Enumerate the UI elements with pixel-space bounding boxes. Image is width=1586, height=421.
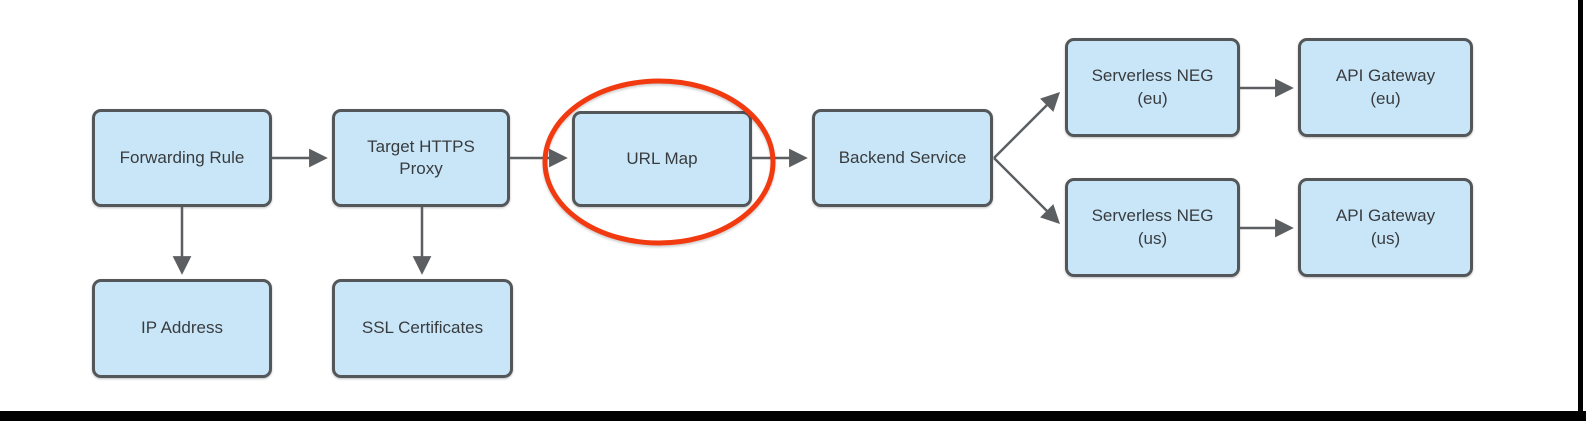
node-serverless-neg-us-label: Serverless NEG (us)	[1091, 206, 1214, 248]
node-url-map: URL Map	[572, 111, 752, 207]
node-url-map-label: URL Map	[626, 148, 698, 168]
node-forwarding-rule: Forwarding Rule	[92, 109, 272, 207]
arrow-backend-service-to-serverless-neg-eu	[993, 92, 1060, 159]
node-serverless-neg-eu: Serverless NEG (eu)	[1065, 38, 1240, 137]
node-api-gateway-us-label: API Gateway (us)	[1335, 206, 1436, 248]
screen-edge-right	[1578, 0, 1583, 421]
screen-edge-bottom	[0, 411, 1586, 421]
node-api-gateway-eu: API Gateway (eu)	[1298, 38, 1473, 137]
node-target-https-proxy-label: Target HTTPS Proxy	[367, 136, 475, 178]
node-api-gateway-us: API Gateway (us)	[1298, 178, 1473, 277]
node-target-https-proxy: Target HTTPS Proxy	[332, 109, 510, 207]
node-serverless-neg-us: Serverless NEG (us)	[1065, 178, 1240, 277]
node-ip-address-label: IP Address	[141, 318, 223, 338]
node-ssl-certificates-label: SSL Certificates	[361, 318, 484, 338]
node-serverless-neg-eu-label: Serverless NEG (eu)	[1091, 66, 1214, 108]
arrow-backend-service-to-serverless-neg-us	[993, 157, 1060, 224]
node-ip-address: IP Address	[92, 279, 272, 378]
node-ssl-certificates: SSL Certificates	[332, 279, 513, 378]
node-forwarding-rule-label: Forwarding Rule	[119, 147, 245, 167]
node-api-gateway-eu-label: API Gateway (eu)	[1335, 66, 1436, 108]
node-backend-service-label: Backend Service	[838, 147, 967, 167]
node-backend-service: Backend Service	[812, 109, 993, 207]
